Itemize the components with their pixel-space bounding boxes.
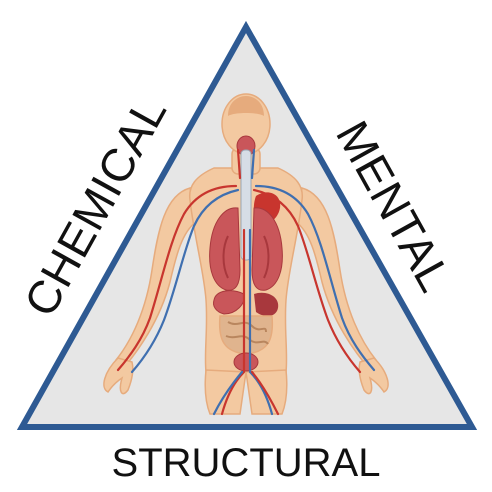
label-structural: STRUCTURAL (112, 441, 381, 485)
human-anatomy-figure-icon (103, 93, 389, 416)
